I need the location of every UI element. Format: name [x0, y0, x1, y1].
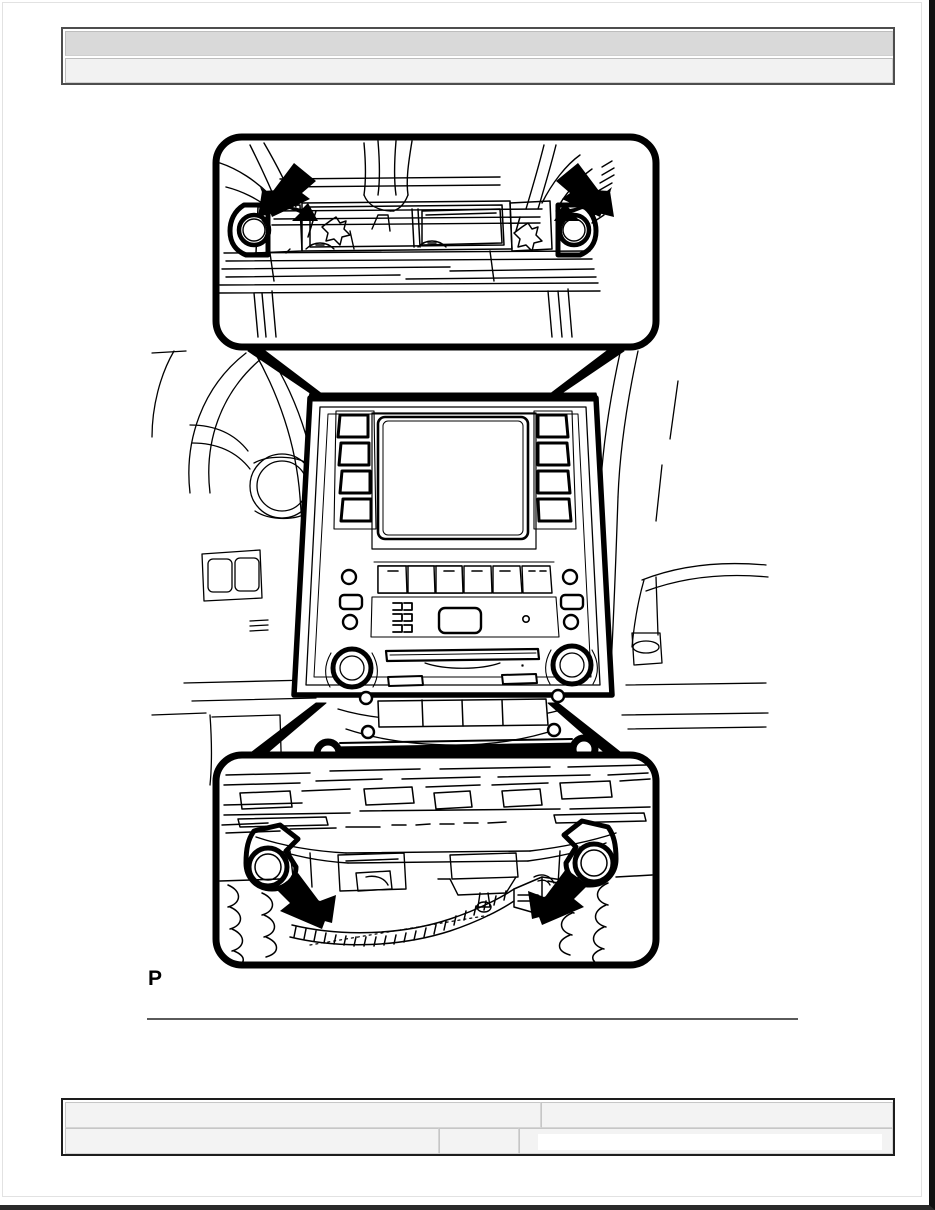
radio-preset-buttons: [373, 561, 555, 594]
callout-connector-top: [318, 347, 346, 387]
bolt-boss-upper-left: [227, 202, 272, 258]
footer-row-1: [65, 1102, 893, 1128]
arrow-upper-right-tip: [554, 203, 598, 221]
footer-cell-r2c2[interactable]: [439, 1128, 519, 1154]
footer-table: [61, 1098, 895, 1156]
header-row-title: [65, 31, 893, 56]
preset-button-row: [521, 664, 524, 667]
figure-caption-label: P: [148, 967, 163, 990]
footer-row-2: [65, 1128, 893, 1154]
arrow-lower-left: [276, 873, 336, 929]
arrow-upper-left-tip: [274, 203, 318, 221]
bolt-boss-lower-right: [561, 818, 619, 888]
coil-springs: [219, 874, 653, 965]
footer-cell-r1c2[interactable]: [541, 1102, 893, 1128]
header-table: [61, 27, 895, 85]
cluster-side-buttons: [333, 410, 577, 530]
arrow-upper-right: [556, 163, 614, 217]
figure-container: [150, 125, 770, 970]
center-cluster-diagram: [151, 133, 769, 969]
header-row-subtitle: [65, 58, 893, 83]
climate-control-panel: [338, 568, 585, 638]
footer-cell-r2c1[interactable]: [65, 1128, 439, 1154]
callout-bottom-detail: [212, 751, 660, 969]
connector-wedge-top: [247, 346, 625, 402]
footer-cell-r2c3[interactable]: [519, 1128, 893, 1154]
bolt-boss-lower-left: [243, 822, 301, 892]
navigation-display-screen: [371, 412, 537, 550]
footer-text-input[interactable]: [538, 1134, 882, 1150]
audio-knob-and-cd-section: [325, 643, 598, 740]
caption-divider-rule: [147, 1018, 798, 1020]
callout-top-detail: [212, 133, 660, 351]
arrow-upper-left: [258, 163, 316, 217]
footer-cell-r1c1[interactable]: [65, 1102, 541, 1128]
arrow-lower-right: [528, 869, 588, 925]
